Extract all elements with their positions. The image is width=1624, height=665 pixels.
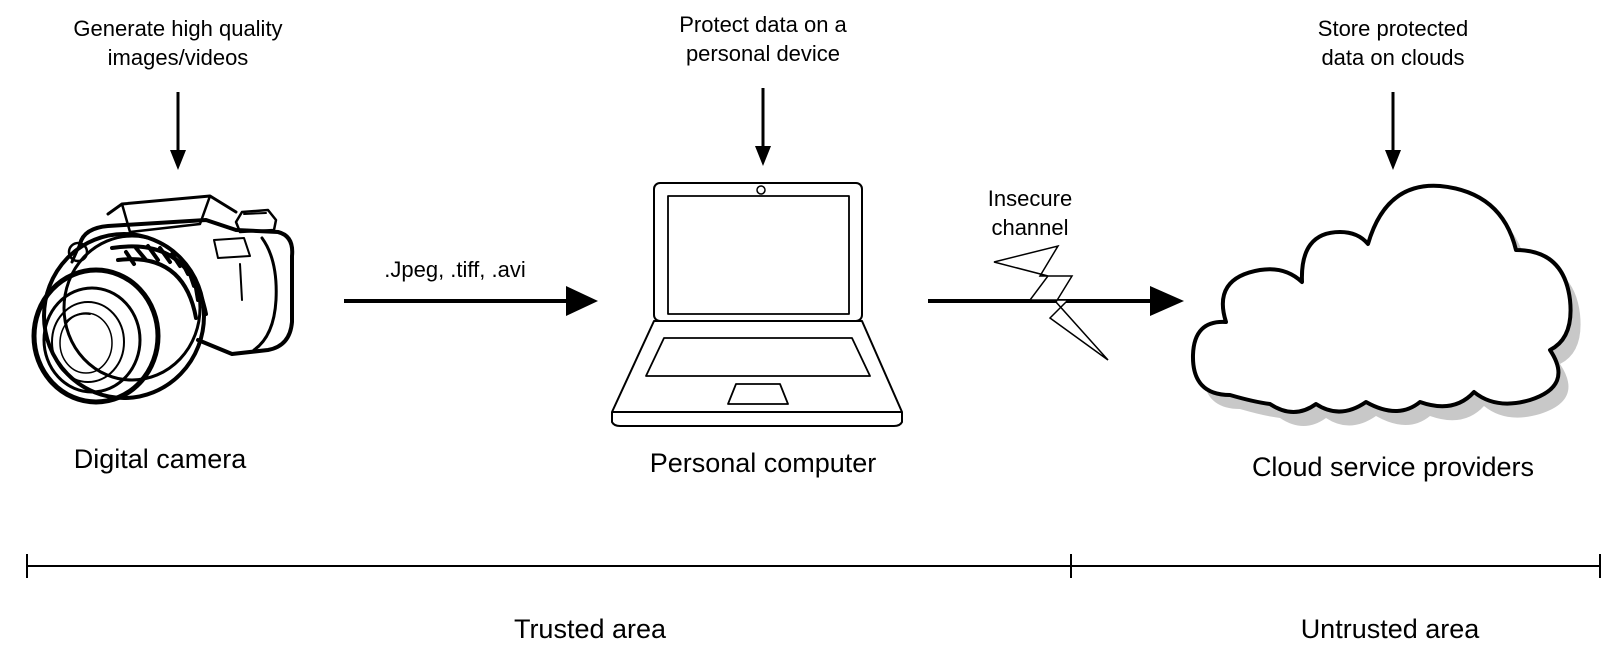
transfer-arrow: [344, 286, 598, 316]
insecure-channel-line2: channel: [991, 215, 1069, 241]
camera-down-arrow: [170, 92, 186, 170]
trusted-area-label: Trusted area: [513, 614, 667, 644]
camera-description-line2: images/videos: [107, 45, 249, 71]
camera-description: Generate high quality images/videos: [58, 14, 298, 73]
lightning-bolt-icon: [993, 244, 1109, 361]
insecure-channel-label: Insecure channel: [950, 184, 1110, 243]
computer-description-line2: personal device: [685, 41, 841, 67]
camera-caption: Digital camera: [73, 444, 247, 474]
cloud-description-line2: data on clouds: [1321, 45, 1465, 71]
computer-caption: Personal computer: [649, 448, 877, 478]
computer-description-line1: Protect data on a: [679, 12, 847, 37]
insecure-channel-line1: Insecure: [987, 186, 1073, 211]
cloud-caption: Cloud service providers: [1251, 452, 1535, 482]
cloud-description-line1: Store protected: [1317, 16, 1469, 41]
cloud-description: Store protected data on clouds: [1273, 14, 1513, 73]
channel-arrow: [928, 286, 1184, 316]
camera-icon: [31, 194, 295, 405]
cloud-down-arrow: [1385, 92, 1401, 170]
computer-description: Protect data on a personal device: [643, 10, 883, 69]
untrusted-area-label: Untrusted area: [1300, 614, 1480, 644]
area-scale-bar: [26, 554, 1601, 578]
camera-description-line1: Generate high quality: [73, 16, 283, 41]
cloud-icon: [1190, 183, 1581, 426]
computer-down-arrow: [755, 88, 771, 166]
file-formats-label: .Jpeg, .tiff, .avi: [384, 257, 526, 282]
laptop-icon: [611, 182, 903, 427]
